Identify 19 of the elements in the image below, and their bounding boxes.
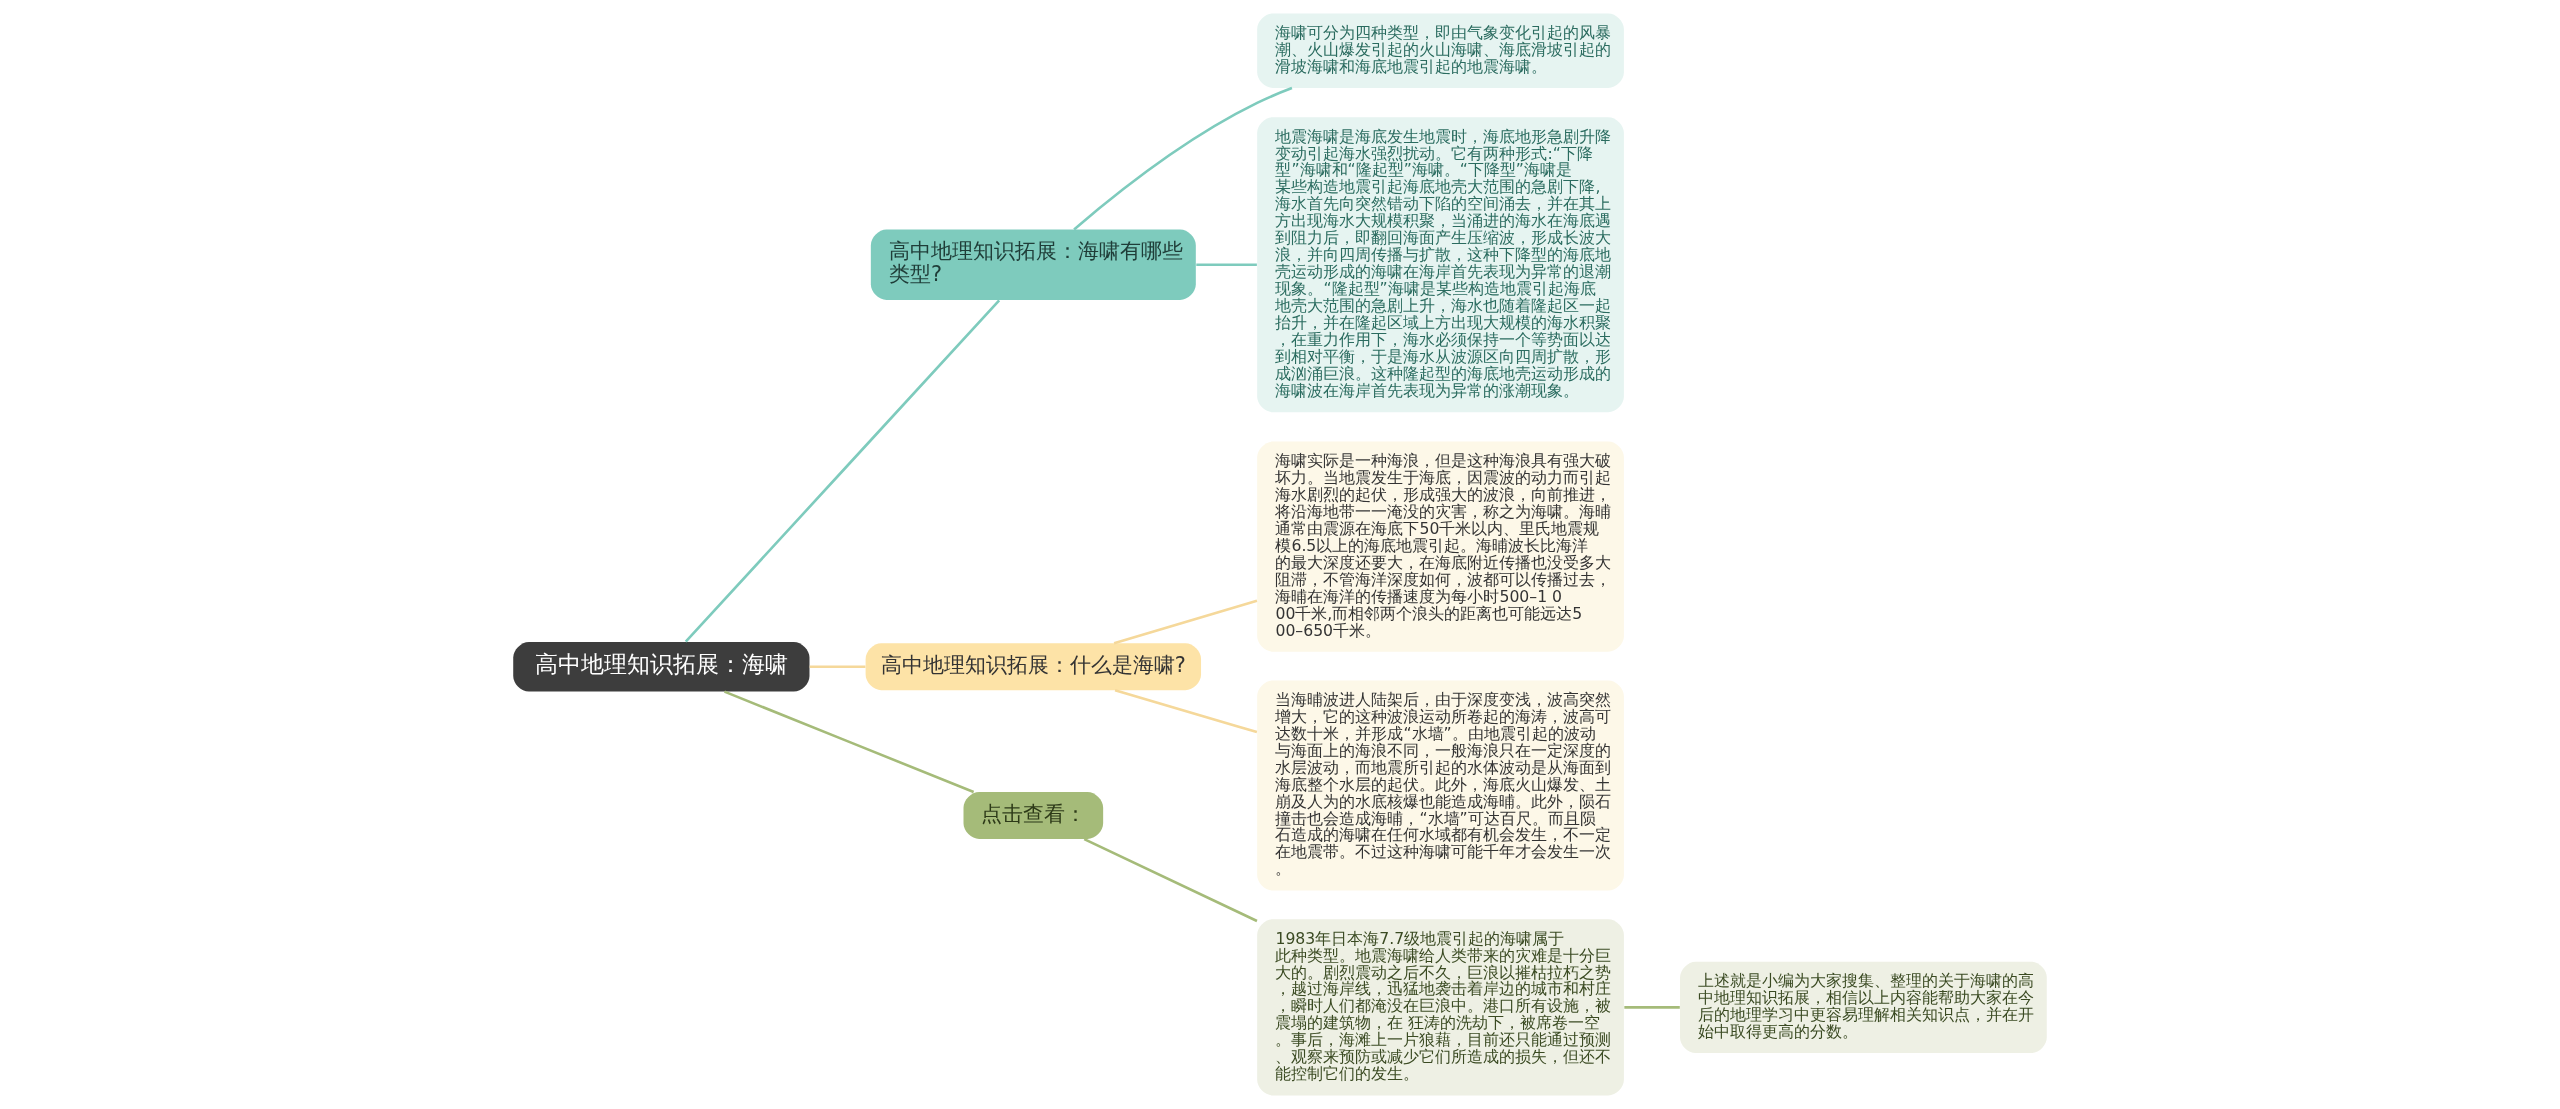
connector	[684, 299, 1001, 643]
node-box: 海啸可分为四种类型，即由气象变化引起的风暴潮、火山爆发引起的火山海啸、海底滑坡引起的滑坡海啸和海底地震引起的地震海啸。	[1257, 13, 1624, 88]
node-box: 当海晡波进人陆架后，由于深度变浅，波高突然增大，它的这种波浪运动所卷起的海涛，波高可达数十米，并形成“水墙”。由地震引起的波动与海面上的海浪不同，一般海浪只在一定深度的水层波动，而地震所引起的水体波动是从海面到海底整个水层的起伏。此外，海底火山爆发、土崩及人为的水底核爆也能造成海晡。此外，陨石撞击也会造成海晡，“水墙”可达百尺。而且陨石造成的海啸在任何水域都有机会发生，不一定在地震带。不过这种海啸可能千年才会发生一次。	[1257, 680, 1624, 891]
node-box: 地震海啸是海底发生地震时，海底地形急剧升降变动引起海水强烈扰动。它有两种形式:“下降型”海啸和“隆起型”海啸。“下降型”海啸是某些构造地震引起海底地壳大范围的急剧下降,海水首先向突然错动下陷的空间涌去，并在其上方出现海水大规模积聚，当涌进的海水在海底遇到阻力后，即翻回海面产生压缩波，形成长波大浪，并向四周传播与扩散，这种下降型的海底地壳运动形成的海啸在海岸首先表现为异常的退潮现象。“隆起型”海啸是某些构造地震引起海底地壳大范围的急剧上升，海水也随着隆起区一起抬升，并在隆起区域上方出现大规模的海水积聚，在重力作用下，海水必须保持一个等势面以达到相对平衡，于是海水从波源区向四周扩散，形成汹涌巨浪。这种隆起型的海底地壳运动形成的海啸波在海岸首先表现为异常的涨潮现象。	[1257, 117, 1624, 413]
connector	[1073, 86, 1293, 231]
node-box: 海啸实际是一种海浪，但是这种海浪具有强大破坏力。当地震发生于海底，因震波的动力而引起海水剧烈的起伏，形成强大的波浪，向前推进，将沿海地带一一淹没的灾害，称之为海啸。海晡通常由震源在海底下50千米以内、里氏地震规模6.5以上的海底地震引起。海晡波长比海洋的最大深度还要大，在海底附近传播也没受多大阻滞，不管海洋深度如何，波都可以传播过去，海晡在海洋的传播速度为每小时500–1 000千米,而相邻两个浪头的距离也可能远达500–650千米。	[1257, 441, 1624, 652]
node-box: 高中地理知识拓展：海啸有哪些类型?	[870, 229, 1196, 300]
node-box: 高中地理知识拓展：海啸	[513, 641, 810, 692]
connector	[1083, 837, 1258, 923]
node-box: 高中地理知识拓展：什么是海啸?	[865, 643, 1202, 691]
connector	[1113, 599, 1258, 645]
connector	[1196, 263, 1257, 267]
node-box: 上述就是小编为大家搜集、整理的关于海啸的高中地理知识拓展，相信以上内容能帮助大家在今后的地理学习中更容易理解相关知识点，并在开始中取得更高的分数。	[1680, 961, 2047, 1054]
connector	[1624, 1006, 1680, 1009]
connector	[724, 690, 975, 794]
node-box: 1983年日本海7.7级地震引起的海啸属于此种类型。地震海啸给人类带来的灾难是十分巨大的。剧烈震动之后不久，巨浪以摧枯拉朽之势，越过海岸线，迅猛地袭击着岸边的城市和村庄，瞬时人们都淹没在巨浪中。港口所有设施，被震塌的建筑物，在 狂涛的洗劫下，被席卷一空。事后，海滩上一片狼藉，目前还只能通过预测、观察来预防或减少它们所造成的损失，但还不能控制它们的发生。	[1257, 919, 1624, 1096]
connector	[809, 665, 866, 669]
connector	[1114, 689, 1258, 734]
node-box: 点击查看：	[963, 792, 1104, 839]
